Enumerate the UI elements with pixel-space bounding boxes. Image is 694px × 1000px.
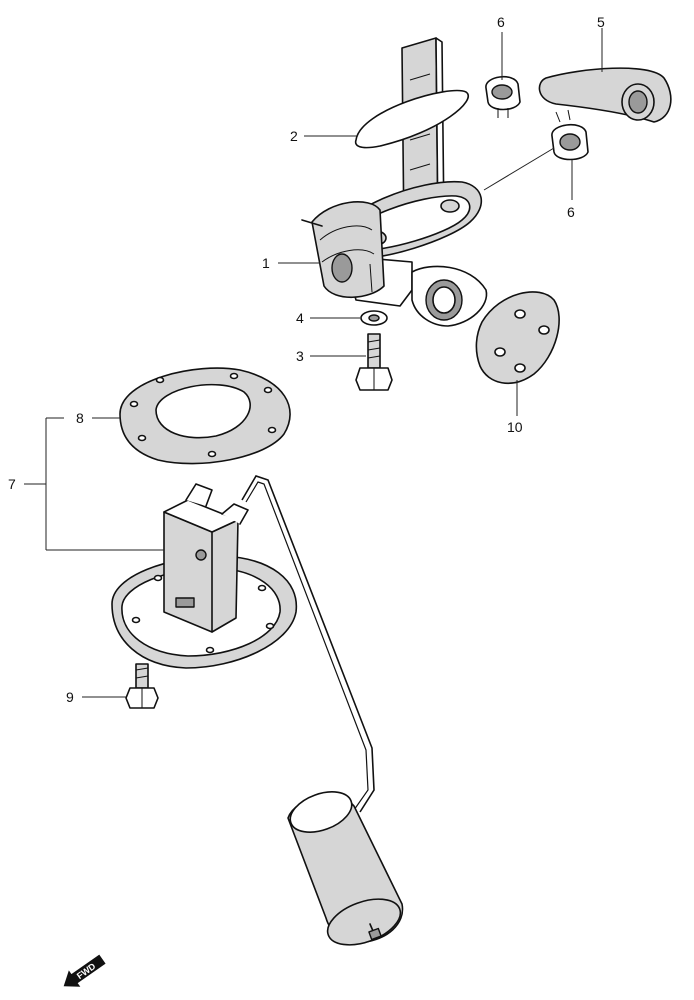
part-5-fuel-hose [538,67,672,123]
leader-lines [24,28,603,698]
part-8-gasket-ring [119,367,291,465]
callout-7: 7 [8,476,16,492]
callout-9: 9 [66,689,74,705]
callout-10: 10 [507,419,523,435]
callout-6-upper: 6 [497,14,505,30]
callout-1: 1 [262,255,270,271]
part-4-washer [360,310,388,326]
callout-5: 5 [597,14,605,30]
part-3-bolt [355,333,393,391]
callout-labels: 1 2 3 4 5 6 6 7 8 9 10 [8,14,605,705]
part-2-gasket [354,89,469,149]
fwd-arrow-icon: FWD [63,954,106,987]
part-9-screw [125,663,159,709]
part-10-gasket [475,291,560,384]
callout-3: 3 [296,348,304,364]
part-1-fuel-cock [301,180,488,327]
callout-8: 8 [76,410,84,426]
callout-2: 2 [290,128,298,144]
callout-6-lower: 6 [567,204,575,220]
part-7-fuel-gauge [111,475,404,946]
part-6-clip-lower [551,109,589,161]
callout-4: 4 [296,310,304,326]
part-6-clip-upper [485,76,521,118]
